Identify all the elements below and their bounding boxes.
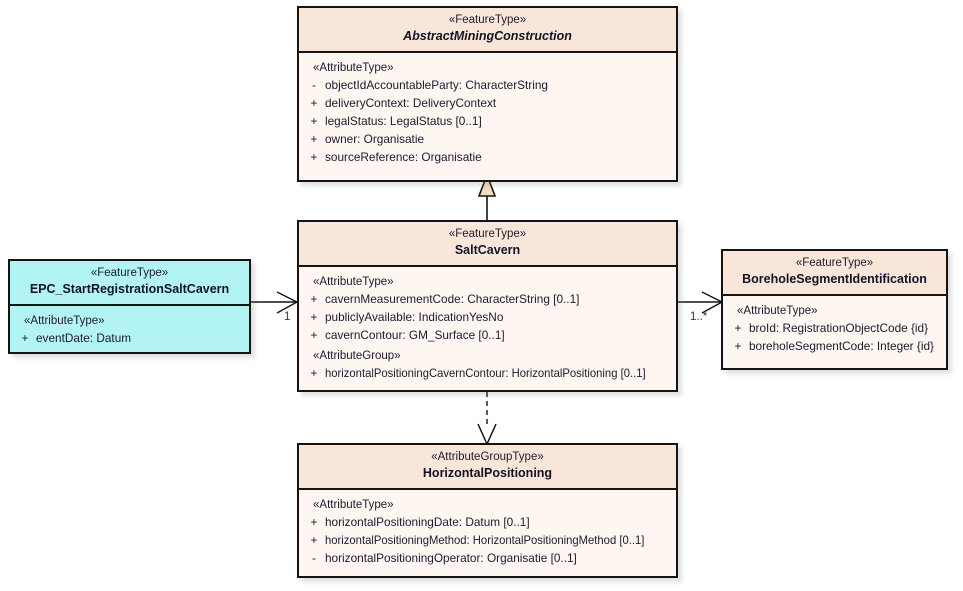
class-name: SaltCavern [454, 243, 521, 257]
visibility-marker: + [734, 339, 742, 353]
class-body: «AttributeType» + horizontalPositioningD… [299, 490, 676, 575]
visibility-marker: - [312, 551, 316, 565]
class-stereotype: «FeatureType» [795, 257, 874, 269]
class-name: HorizontalPositioning [422, 466, 553, 480]
visibility-marker: + [310, 533, 318, 547]
visibility-marker: + [310, 328, 318, 342]
attribute-signature: broId: RegistrationObjectCode {id} [749, 321, 929, 335]
attribute-group-label: «AttributeType» [313, 62, 394, 74]
attribute-row[interactable]: + deliveryContext: DeliveryContext [299, 94, 676, 112]
class-horizontal-positioning[interactable]: «AttributeGroupType» HorizontalPositioni… [297, 443, 678, 578]
dependency-salt-cavern-to-horizontal-positioning[interactable] [477, 392, 497, 446]
attribute-signature: legalStatus: LegalStatus [0..1] [325, 114, 482, 128]
class-epc-start-registration-salt-cavern[interactable]: «FeatureType» EPC_StartRegistrationSaltC… [8, 259, 251, 354]
class-header: «FeatureType» AbstractMiningConstruction [299, 8, 676, 53]
attribute-signature: publiclyAvailable: IndicationYesNo [325, 310, 504, 324]
attribute-signature: eventDate: Datum [36, 331, 132, 345]
attribute-row[interactable]: + publiclyAvailable: IndicationYesNo [299, 308, 676, 326]
attribute-signature: cavernMeasurementCode: CharacterString [… [325, 292, 580, 306]
attribute-group-label: «AttributeType» [313, 276, 394, 288]
attribute-signature: deliveryContext: DeliveryContext [325, 96, 497, 110]
attribute-row[interactable]: + horizontalPositioningMethod: Horizonta… [299, 531, 676, 549]
visibility-marker: + [310, 114, 318, 128]
visibility-marker: + [310, 96, 318, 110]
attribute-row[interactable]: + horizontalPositioningDate: Datum [0..1… [299, 513, 676, 531]
attribute-row[interactable]: + eventDate: Datum [10, 329, 249, 347]
association-salt-cavern-to-borehole-segment-identification[interactable] [678, 291, 724, 314]
visibility-marker: + [734, 321, 742, 335]
visibility-marker: + [310, 310, 318, 324]
attribute-row[interactable]: + horizontalPositioningCavernContour: Ho… [299, 364, 676, 382]
association-epc-to-salt-cavern[interactable] [251, 291, 299, 314]
attribute-signature: horizontalPositioningDate: Datum [0..1] [325, 515, 530, 529]
class-stereotype: «FeatureType» [90, 267, 169, 279]
class-header: «AttributeGroupType» HorizontalPositioni… [299, 445, 676, 490]
attribute-signature: horizontalPositioningCavernContour: Hori… [325, 366, 646, 380]
class-body: «AttributeType» + cavernMeasurementCode:… [299, 267, 676, 390]
visibility-marker: + [310, 292, 318, 306]
class-header: «FeatureType» BoreholeSegmentIdentificat… [723, 251, 946, 296]
visibility-marker: + [310, 515, 318, 529]
multiplicity-label-borehole-target: 1..* [690, 311, 708, 323]
visibility-marker: + [310, 366, 318, 380]
visibility-marker: + [21, 331, 29, 345]
class-stereotype: «AttributeGroupType» [431, 451, 544, 463]
multiplicity-label-epc-target: 1 [284, 311, 291, 323]
attribute-row[interactable]: + broId: RegistrationObjectCode {id} [723, 319, 946, 337]
attribute-row[interactable]: + sourceReference: Organisatie [299, 148, 676, 166]
attribute-group-label: «AttributeType» [313, 499, 394, 511]
attribute-signature: cavernContour: GM_Surface [0..1] [325, 328, 505, 342]
class-abstract-mining-construction[interactable]: «FeatureType» AbstractMiningConstruction… [297, 6, 678, 182]
visibility-marker: + [310, 132, 318, 146]
class-body: «AttributeType» + eventDate: Datum [10, 306, 249, 355]
class-stereotype: «FeatureType» [448, 14, 527, 26]
attribute-row[interactable]: + boreholeSegmentCode: Integer {id} [723, 337, 946, 355]
attribute-signature: horizontalPositioningOperator: Organisat… [325, 551, 577, 565]
attribute-row[interactable]: + owner: Organisatie [299, 130, 676, 148]
class-borehole-segment-identification[interactable]: «FeatureType» BoreholeSegmentIdentificat… [721, 249, 948, 370]
visibility-marker: - [312, 78, 316, 92]
class-stereotype: «FeatureType» [448, 228, 527, 240]
class-header: «FeatureType» EPC_StartRegistrationSaltC… [10, 261, 249, 306]
attribute-group-label: «AttributeType» [24, 315, 105, 327]
attribute-row[interactable]: - objectIdAccountableParty: CharacterStr… [299, 76, 676, 94]
attribute-signature: objectIdAccountableParty: CharacterStrin… [325, 78, 548, 92]
class-name: AbstractMiningConstruction [403, 29, 572, 43]
attribute-row[interactable]: + legalStatus: LegalStatus [0..1] [299, 112, 676, 130]
attribute-group-label: «AttributeGroup» [313, 350, 401, 362]
class-salt-cavern[interactable]: «FeatureType» SaltCavern «AttributeType»… [297, 220, 678, 392]
attribute-signature: owner: Organisatie [325, 132, 425, 146]
class-header: «FeatureType» SaltCavern [299, 222, 676, 267]
attribute-signature: horizontalPositioningMethod: HorizontalP… [325, 533, 645, 547]
class-body: «AttributeType» - objectIdAccountablePar… [299, 53, 676, 174]
class-name: BoreholeSegmentIdentification [742, 272, 927, 286]
attribute-signature: boreholeSegmentCode: Integer {id} [749, 339, 934, 353]
attribute-row[interactable]: + cavernMeasurementCode: CharacterString… [299, 290, 676, 308]
attribute-signature: sourceReference: Organisatie [325, 150, 482, 164]
attribute-group-label: «AttributeType» [737, 305, 818, 317]
attribute-row[interactable]: + cavernContour: GM_Surface [0..1] [299, 326, 676, 344]
class-name: EPC_StartRegistrationSaltCavern [29, 282, 230, 296]
visibility-marker: + [310, 150, 318, 164]
attribute-row[interactable]: - horizontalPositioningOperator: Organis… [299, 549, 676, 567]
class-body: «AttributeType» + broId: RegistrationObj… [723, 296, 946, 363]
